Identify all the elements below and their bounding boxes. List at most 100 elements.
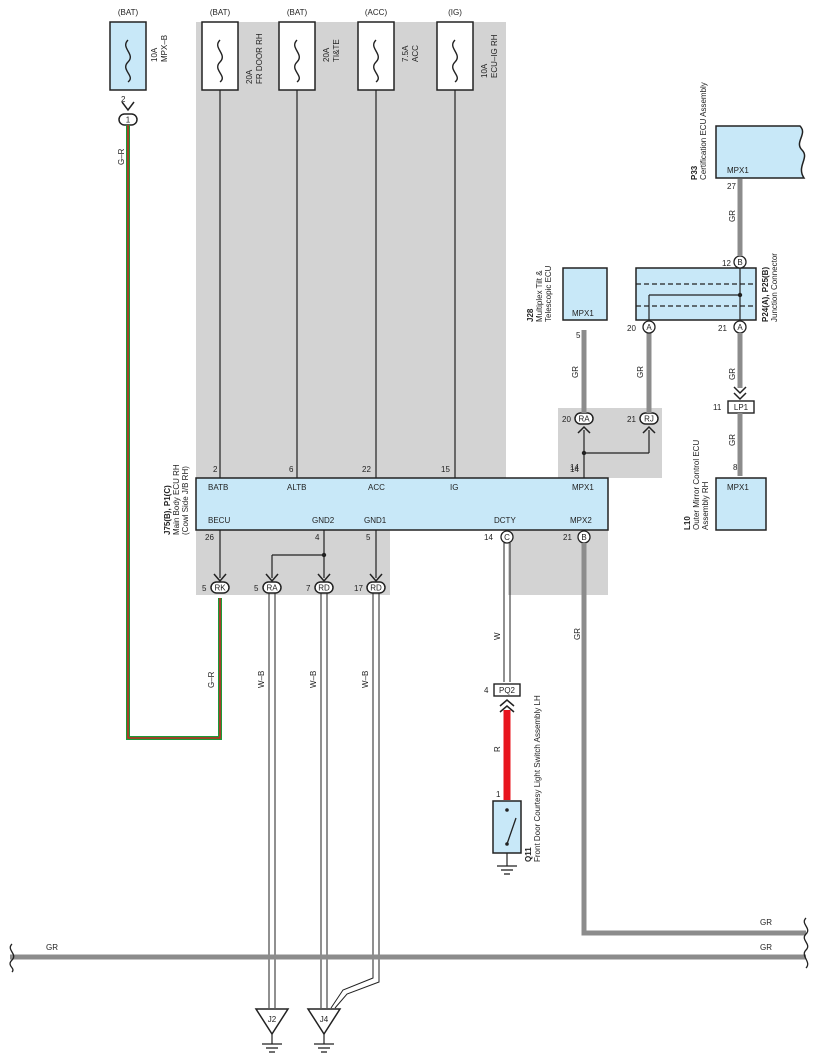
svg-text:A: A (646, 323, 652, 332)
svg-text:GND2: GND2 (312, 516, 335, 525)
dcty-wire: W PQ2 4 R 1 (484, 543, 521, 800)
svg-text:5: 5 (366, 533, 371, 542)
svg-text:5: 5 (254, 584, 259, 593)
svg-text:ALTB: ALTB (287, 483, 306, 492)
svg-text:11: 11 (713, 403, 722, 412)
svg-text:MPX1: MPX1 (572, 483, 594, 492)
svg-text:B: B (581, 533, 586, 542)
svg-text:Q11: Q11 (524, 847, 533, 862)
svg-text:20A: 20A (245, 69, 254, 84)
svg-text:21: 21 (627, 415, 636, 424)
svg-text:Telescopic ECU: Telescopic ECU (544, 265, 553, 322)
svg-text:BATB: BATB (208, 483, 228, 492)
svg-text:10A: 10A (480, 63, 489, 78)
svg-text:GR: GR (571, 366, 580, 378)
fuse-rating: 10A (150, 47, 159, 62)
svg-text:Junction Connector: Junction Connector (770, 253, 779, 322)
svg-text:14: 14 (570, 463, 579, 472)
svg-text:14: 14 (484, 533, 493, 542)
tilt-gr-wire: GR 5 (571, 330, 587, 413)
svg-text:14: 14 (570, 465, 579, 474)
svg-text:G–R: G–R (207, 671, 216, 688)
svg-text:6: 6 (289, 465, 294, 474)
svg-text:C: C (504, 533, 510, 542)
mirror-ecu: MPX1 L10 Outer Mirror Control ECU Assemb… (683, 440, 767, 531)
svg-text:20A: 20A (322, 47, 331, 62)
svg-text:(IG): (IG) (448, 8, 462, 17)
svg-text:MPX1: MPX1 (727, 166, 749, 175)
svg-text:Certification ECU Assembly: Certification ECU Assembly (699, 82, 708, 180)
svg-text:7.5A: 7.5A (401, 45, 410, 62)
svg-text:J2: J2 (268, 1015, 277, 1024)
svg-text:22: 22 (362, 465, 371, 474)
svg-text:J4: J4 (320, 1015, 329, 1024)
svg-text:RD: RD (370, 584, 382, 593)
wire-g-r: 2 1 G–R G–R (117, 95, 222, 740)
svg-text:8: 8 (733, 463, 738, 472)
svg-text:RD: RD (318, 584, 330, 593)
svg-text:20: 20 (562, 415, 571, 424)
svg-text:RJ: RJ (644, 415, 654, 424)
svg-text:GND1: GND1 (364, 516, 387, 525)
svg-text:GR: GR (573, 628, 582, 640)
svg-text:J75(B), P1(C): J75(B), P1(C) (163, 485, 172, 535)
fuse-source: (BAT) (118, 8, 139, 17)
bottom-connectors: RK 5 RA 5 RD 7 RD 17 (202, 573, 386, 594)
svg-text:GR: GR (728, 210, 737, 222)
gr-bus: GR GR (9, 917, 809, 973)
w-b-wires: W–B W–B W–B (257, 593, 380, 1009)
svg-text:PQ2: PQ2 (499, 686, 516, 695)
svg-text:26: 26 (205, 533, 214, 542)
svg-text:(BAT): (BAT) (287, 8, 308, 17)
svg-text:RA: RA (578, 415, 590, 424)
svg-text:20: 20 (627, 324, 636, 333)
svg-text:W: W (493, 632, 502, 640)
fuse-ecu-ig-rh: (IG) 10A ECU–IG RH (436, 8, 499, 91)
svg-text:R: R (493, 746, 502, 752)
fuse-name: MPX–B (160, 35, 169, 62)
svg-text:ACC: ACC (368, 483, 385, 492)
svg-text:5: 5 (576, 331, 581, 340)
lp1-wire: GR LP1 11 GR 8 (713, 333, 755, 476)
svg-text:B: B (737, 258, 742, 267)
svg-text:Outer Mirror Control ECU: Outer Mirror Control ECU (692, 440, 701, 530)
svg-text:J28: J28 (526, 308, 535, 322)
fuse-wires (219, 90, 456, 478)
svg-text:MPX2: MPX2 (570, 516, 592, 525)
svg-text:GR: GR (728, 434, 737, 446)
junction-connector: 12 B 20 A 21 A P24(A), P25(B) Junction C… (627, 253, 779, 334)
svg-text:RA: RA (266, 584, 278, 593)
svg-text:21: 21 (563, 533, 572, 542)
mpx1-branch: RA 20 RJ 21 14 (562, 412, 659, 478)
svg-text:(ACC): (ACC) (365, 8, 388, 17)
ground-wires (219, 530, 377, 578)
svg-text:Main Body ECU RH: Main Body ECU RH (172, 464, 181, 535)
svg-text:L10: L10 (683, 516, 692, 530)
ground-j2: J2 (254, 1008, 290, 1053)
svg-text:FR DOOR RH: FR DOOR RH (255, 33, 264, 84)
svg-text:LP1: LP1 (734, 403, 749, 412)
svg-text:MPX1: MPX1 (572, 309, 594, 318)
svg-text:21: 21 (718, 324, 727, 333)
fuse-mpx-b: (BAT) 10A MPX–B (109, 8, 169, 91)
svg-text:ECU–IG RH: ECU–IG RH (490, 34, 499, 78)
svg-text:4: 4 (484, 686, 489, 695)
cert-ecu: MPX1 P33 Certification ECU Assembly 27 G… (690, 82, 806, 256)
svg-text:ACC: ACC (411, 45, 420, 62)
main-body-ecu: J75(B), P1(C) Main Body ECU RH (Cowl Sid… (163, 464, 609, 544)
svg-text:15: 15 (441, 465, 450, 474)
fuse-fr-door-rh: (BAT) 20A FR DOOR RH (201, 8, 264, 91)
svg-text:27: 27 (727, 182, 736, 191)
ground-j4: J4 (306, 1008, 342, 1053)
svg-text:(Cowl Side J/B RH): (Cowl Side J/B RH) (181, 466, 190, 535)
svg-text:12: 12 (722, 259, 731, 268)
svg-text:RK: RK (214, 584, 226, 593)
svg-text:GR: GR (728, 368, 737, 380)
svg-text:4: 4 (315, 533, 320, 542)
svg-text:P24(A), P25(B): P24(A), P25(B) (761, 267, 770, 322)
svg-text:GR: GR (46, 943, 58, 952)
svg-text:5: 5 (202, 584, 207, 593)
svg-text:IG: IG (450, 483, 458, 492)
tilt-ecu: MPX1 J28 Multiplex Tilt & Telescopic ECU (526, 265, 608, 322)
